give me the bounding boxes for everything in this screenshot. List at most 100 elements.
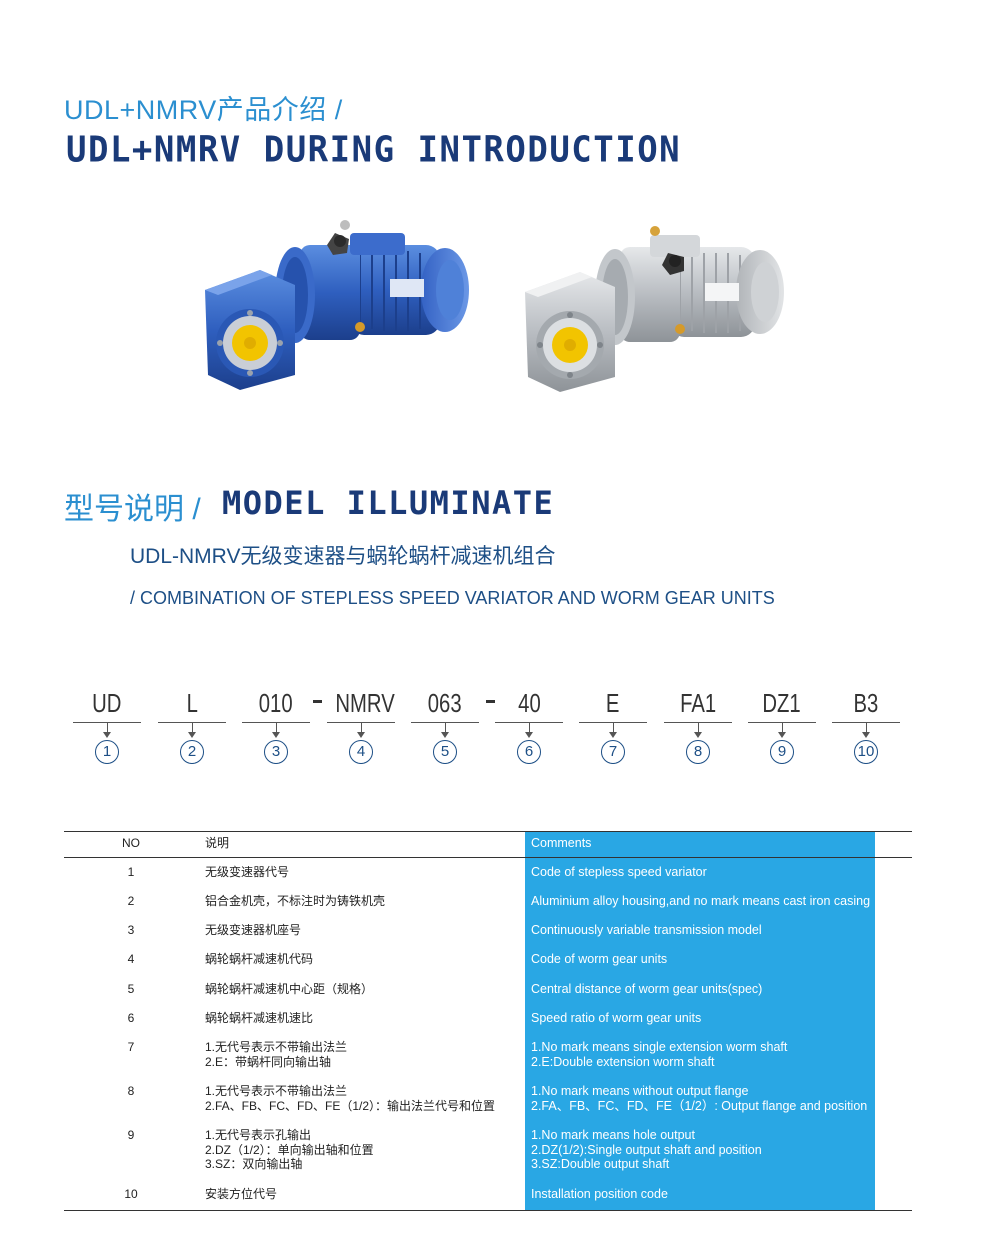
cell-cn: 蜗轮蜗杆减速机速比	[205, 1011, 585, 1026]
cell-en: 1.No mark means single extension worm sh…	[531, 1040, 876, 1069]
code-underline	[664, 722, 732, 723]
code-segment-number: 8	[686, 740, 710, 764]
cell-en-line: 1.No mark means hole output	[531, 1128, 695, 1142]
cell-cn: 安装方位代号	[205, 1187, 585, 1202]
cell-en-line: 2.E:Double extension worm shaft	[531, 1054, 715, 1069]
code-segment-number: 7	[601, 740, 625, 764]
model-title-en: MODEL ILLUMINATE	[222, 484, 555, 522]
code-segment-value: UD	[92, 688, 122, 718]
code-arrow	[444, 723, 446, 732]
code-segment-value: DZ1	[762, 688, 802, 718]
cell-cn: 无级变速器代号	[205, 865, 585, 880]
code-segment-value: 010	[259, 688, 293, 718]
arrowhead-icon	[357, 732, 365, 738]
code-dash	[313, 700, 322, 703]
code-segment-number: 10	[854, 740, 878, 764]
cell-en-line: 3.SZ:Double output shaft	[531, 1157, 670, 1171]
product-image-gray	[525, 226, 784, 392]
cell-en-line: Code of stepless speed variator	[531, 865, 707, 879]
product-image-blue	[205, 220, 469, 390]
table-bottom-rule	[64, 1210, 912, 1211]
cell-en: Aluminium alloy housing,and no mark mean…	[531, 894, 876, 909]
cell-en-line: Central distance of worm gear units(spec…	[531, 982, 763, 996]
cell-en-line: 2.FA、FB、FC、FD、FE（1/2）: Output flange and…	[531, 1098, 868, 1113]
arrowhead-icon	[272, 732, 280, 738]
comments-column-background	[525, 832, 875, 1210]
cell-no: 7	[127, 1040, 135, 1054]
code-segment-number: 3	[264, 740, 288, 764]
cell-cn-line: 2.FA、FB、FC、FD、FE（1/2）：输出法兰代号和位置	[205, 1098, 496, 1113]
code-segment-value: E	[606, 688, 620, 718]
arrowhead-icon	[441, 732, 449, 738]
code-segment-value: B3	[853, 688, 879, 718]
arrowhead-icon	[188, 732, 196, 738]
cell-en: Continuously variable transmission model	[531, 923, 876, 938]
cell-cn-line: 安装方位代号	[205, 1187, 278, 1201]
cell-no: 8	[127, 1084, 135, 1098]
cell-en-line: Continuously variable transmission model	[531, 923, 762, 937]
cell-en-line: 1.No mark means single extension worm sh…	[531, 1040, 788, 1054]
arrowhead-icon	[609, 732, 617, 738]
code-segment-number: 2	[180, 740, 204, 764]
code-dash	[486, 700, 495, 703]
cell-cn: 无级变速器机座号	[205, 923, 585, 938]
cell-cn-line: 2.E：带蜗杆同向输出轴	[205, 1054, 332, 1069]
code-arrow	[612, 723, 614, 732]
code-segment-value: 063	[428, 688, 462, 718]
cell-en-line: Code of worm gear units	[531, 952, 668, 966]
cell-cn-line: 蜗轮蜗杆减速机代码	[205, 952, 314, 966]
code-segment-number: 1	[95, 740, 119, 764]
cell-cn-line: 1.无代号表示孔输出	[205, 1128, 312, 1142]
code-arrow	[528, 723, 530, 732]
code-arrow	[106, 723, 108, 732]
model-title-cn: 型号说明 /	[64, 493, 201, 526]
code-underline	[158, 722, 226, 723]
header-no: NO	[122, 836, 140, 850]
cell-en: Installation position code	[531, 1187, 876, 1202]
code-segment: UD 1	[73, 688, 141, 764]
code-underline	[327, 722, 395, 723]
table-top-rule	[64, 831, 912, 832]
code-segment-value: NMRV	[335, 688, 395, 718]
arrowhead-icon	[778, 732, 786, 738]
table-header-rule	[64, 857, 912, 858]
cell-en-line: 1.No mark means without output flange	[531, 1084, 749, 1098]
arrowhead-icon	[694, 732, 702, 738]
cell-en: Central distance of worm gear units(spec…	[531, 982, 876, 997]
code-arrow	[191, 723, 193, 732]
cell-en-line: Installation position code	[531, 1187, 668, 1201]
cell-cn: 蜗轮蜗杆减速机中心距（规格）	[205, 982, 585, 997]
cell-cn-line: 3.SZ：双向输出轴	[205, 1157, 303, 1171]
code-arrow	[360, 723, 362, 732]
cell-no: 4	[127, 952, 135, 966]
cell-no: 3	[127, 923, 135, 937]
cell-cn-line: 1.无代号表示不带输出法兰	[205, 1040, 348, 1054]
code-underline	[495, 722, 563, 723]
cell-cn-line: 蜗轮蜗杆减速机中心距（规格）	[205, 982, 374, 996]
code-segment-number: 9	[770, 740, 794, 764]
cell-en-line: Speed ratio of worm gear units	[531, 1011, 702, 1025]
code-segment: B3 10	[832, 688, 900, 764]
cell-en: Code of stepless speed variator	[531, 865, 876, 880]
cell-cn-line: 无级变速器代号	[205, 865, 290, 879]
cell-cn-line: 铝合金机壳，不标注时为铸铁机壳	[205, 894, 386, 908]
cell-no: 5	[127, 982, 135, 996]
cell-cn: 铝合金机壳，不标注时为铸铁机壳	[205, 894, 585, 909]
title-cn: UDL+NMRV产品介绍 /	[64, 95, 343, 125]
combination-subtitle-en: / COMBINATION OF STEPLESS SPEED VARIATOR…	[130, 588, 775, 608]
code-underline	[832, 722, 900, 723]
code-arrow	[781, 723, 783, 732]
cell-no: 1	[127, 865, 135, 879]
code-underline	[73, 722, 141, 723]
cell-en-line: Aluminium alloy housing,and no mark mean…	[531, 894, 871, 908]
cell-cn-line: 2.DZ（1/2）：单向输出轴和位置	[205, 1142, 374, 1157]
cell-cn-line: 1.无代号表示不带输出法兰	[205, 1084, 348, 1098]
